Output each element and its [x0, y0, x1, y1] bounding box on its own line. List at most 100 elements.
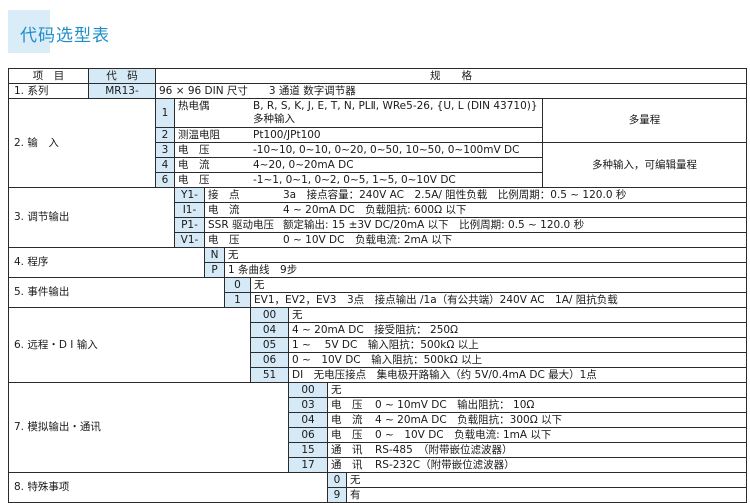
table-row: 1 EV1，EV2，EV3 3点 接点输出 /1a（有公共端）240V AC 1… [9, 292, 748, 308]
spec-cell: 1 ~ 5V DC 输入阻抗：500kΩ 以上 [287, 337, 748, 353]
spec-sublabel: 电 压 [331, 398, 363, 411]
item-cell-series: 1. 系列 [8, 83, 89, 99]
table-row: 05 1 ~ 5V DC 输入阻抗：500kΩ 以上 [9, 337, 748, 353]
spec-sublabel: 接 点 [208, 188, 240, 201]
code-cell: 1 [224, 292, 251, 308]
table-row: 5. 事件输出 0 无 [8, 277, 748, 308]
item-cell-input: 2. 输 入 [8, 98, 156, 188]
spec-sublabel: 电 压 [178, 173, 210, 186]
spec-cell: 无 [223, 247, 748, 263]
item-cell-program: 4. 程序 [8, 247, 205, 278]
code-cell: 4 [155, 157, 175, 173]
code-cell: 06 [250, 352, 289, 368]
spec-sublabel: SSR 驱动电压 [208, 218, 274, 231]
table-row: 3. 调节输出 Y1- 接 点 3a 接点容量：240V AC 2.5A/ 阻性负… [8, 187, 748, 248]
spec-sublabel: 通 讯 [331, 443, 363, 456]
table-row: I1- 电 流 4 ~ 20mA DC 负载阻抗: 600Ω 以下 [9, 202, 748, 218]
spec-cell: 无 [345, 472, 748, 488]
item-cell-remote-di: 6. 远程・D I 输入 [8, 307, 251, 383]
spec-cell: 接 点 3a 接点容量：240V AC 2.5A/ 阻性负载 比例周期：0.5 ~… [203, 187, 748, 203]
spec-cell: 电 流 4 ~ 20mA DC 负载阻抗: 600Ω 以下 [203, 202, 748, 218]
code-cell: 06 [288, 427, 328, 443]
spec-cell: EV1，EV2，EV3 3点 接点输出 /1a（有公共端）240V AC 1A/… [249, 292, 748, 308]
spec-text: -1~1, 0~1, 0~2, 0~5, 1~5, 0~10V DC [253, 173, 456, 186]
table-row: P1- SSR 驱动电压额定输出: 15 ±3V DC/20mA 以下 比例周期… [9, 217, 748, 233]
code-cell: 9 [327, 487, 347, 503]
spec-text: -10~10, 0~10, 0~20, 0~50, 10~50, 0~100mV… [253, 143, 520, 156]
spec-sublabel: 电 压 [178, 143, 210, 156]
spec-cell: 有 [345, 487, 748, 503]
code-cell: 6 [155, 172, 175, 188]
spec-cell: 0 ~ 10V DC 输入阻抗：500kΩ 以上 [287, 352, 748, 368]
code-cell: 05 [250, 337, 289, 353]
table-row: 1. 系列 MR13- 96 × 96 DIN 尺寸 3 通道 数字调节器 [8, 83, 748, 99]
table-row: 8. 特殊事项 0 无 [8, 472, 748, 503]
spec-text: 4~20, 0~20mA DC [253, 158, 354, 171]
spec-line2: 多种输入 [253, 113, 295, 125]
col-header-item: 项 目 [8, 68, 89, 84]
code-cell: MR13- [88, 83, 156, 99]
table-row: 51 DI 无电压接点 集电极开路输入（约 5V/0.4mA DC 最大）1点 [9, 367, 748, 383]
spec-sublabel: 热电偶 [178, 100, 210, 113]
spec-text: 0 ~ 10V DC 负载电流: 2mA 以下 [283, 233, 453, 246]
table-row: 2. 输 入 1 热电偶 B, R, S, K, J, E, T, N, PLⅡ… [8, 98, 748, 188]
code-cell: 15 [288, 442, 328, 458]
item-cell-event-output: 5. 事件输出 [8, 277, 225, 308]
page-title: 代码选型表 [20, 26, 110, 46]
code-cell: V1- [174, 232, 205, 248]
item-cell-analog-comm: 7. 模拟输出・通讯 [8, 382, 289, 473]
col-header-code: 代 码 [88, 68, 156, 84]
code-cell: 00 [250, 307, 289, 323]
code-cell: 17 [288, 457, 328, 473]
table-row: 9 有 [9, 487, 748, 503]
code-cell: I1- [174, 202, 205, 218]
spec-cell: 无 [249, 277, 748, 293]
spec-cell: 96 × 96 DIN 尺寸 3 通道 数字调节器 [154, 83, 748, 99]
spec-cell: SSR 驱动电压额定输出: 15 ±3V DC/20mA 以下 比例周期: 0.… [203, 217, 748, 233]
spec-cell: 测温电阻 Pt100/JPt100 [174, 127, 543, 143]
spec-text: 4 ~ 20mA DC 负载阻抗：300Ω 以下 [375, 413, 563, 426]
code-cell: 3 [155, 142, 175, 158]
spec-text: 0 ~ 10V DC 负载电流: 1mA 以下 [375, 428, 552, 441]
code-cell: 0 [224, 277, 251, 293]
spec-cell: 无 [326, 382, 748, 398]
col-header-spec: 规 格 [154, 68, 748, 84]
table-row: 4. 程序 N 无 [8, 247, 748, 278]
spec-text: Pt100/JPt100 [253, 128, 321, 141]
spec-text: 4 ~ 20mA DC 负载阻抗: 600Ω 以下 [283, 203, 467, 216]
code-cell: 51 [250, 367, 289, 383]
spec-sublabel: 电 压 [208, 233, 240, 246]
spec-cell: 4 ~ 20mA DC 接受阻抗： 250Ω [287, 322, 748, 338]
note-cell-editable-range: 多种输入，可编辑量程 [541, 142, 748, 188]
code-cell: 03 [288, 397, 328, 413]
spec-cell: 无 [287, 307, 748, 323]
table-row: 2 测温电阻 Pt100/JPt100 [9, 127, 747, 143]
code-cell: 2 [155, 127, 175, 143]
code-cell: 1 [155, 98, 175, 128]
spec-cell: 电 压 -1~1, 0~1, 0~2, 0~5, 1~5, 0~10V DC [174, 172, 543, 188]
spec-cell: DI 无电压接点 集电极开路输入（约 5V/0.4mA DC 最大）1点 [287, 367, 748, 383]
spec-sublabel: 电 流 [208, 203, 240, 216]
code-cell: 04 [250, 322, 289, 338]
code-cell: 00 [288, 382, 328, 398]
spec-text: RS-232C（附带嵌位滤波器） [375, 458, 515, 471]
item-cell-control-output: 3. 调节输出 [8, 187, 175, 248]
code-cell: 0 [327, 472, 347, 488]
spec-sublabel: 电 流 [178, 158, 210, 171]
table-row: 7. 模拟输出・通讯 00 无 [8, 382, 748, 473]
code-cell: N [204, 247, 225, 263]
table-row: 6. 远程・D I 输入 00 无 [8, 307, 748, 383]
code-cell: P1- [174, 217, 205, 233]
spec-text: 3a 接点容量：240V AC 2.5A/ 阻性负载 比例周期：0.5 ~ 12… [283, 188, 627, 201]
code-cell: Y1- [174, 187, 205, 203]
spec-cell: 电 流 4~20, 0~20mA DC [174, 157, 543, 173]
code-selection-table: 项 目 代 码 规 格 1. 系列 MR13- 96 × 96 DIN 尺寸 3… [8, 68, 748, 503]
item-cell-special: 8. 特殊事项 [8, 472, 328, 503]
spec-sublabel: 测温电阻 [178, 128, 220, 141]
